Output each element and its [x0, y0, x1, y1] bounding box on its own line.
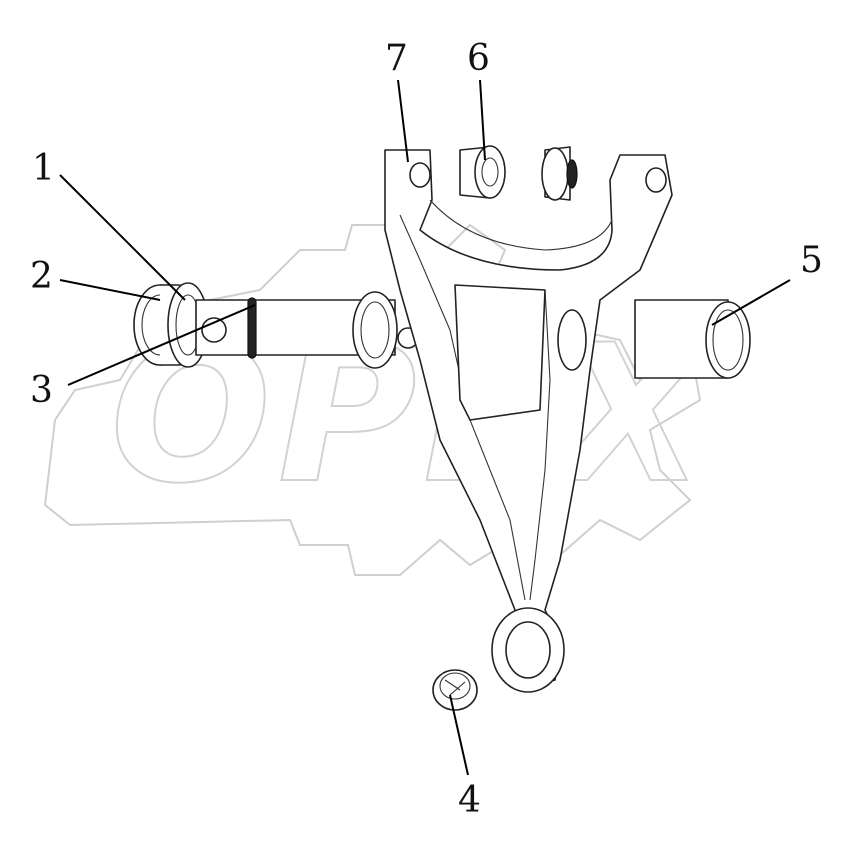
leader-3 — [67, 304, 256, 386]
part-4-cap — [432, 669, 478, 711]
callout-2: 2 — [30, 256, 53, 297]
callout-7: 7 — [385, 38, 408, 79]
lever-fork-body — [384, 149, 673, 693]
callout-4: 4 — [458, 780, 481, 821]
part-3-shaft — [195, 291, 419, 369]
part-6-bushings — [459, 145, 578, 201]
leader-7 — [397, 79, 409, 163]
callout-3: 3 — [30, 370, 53, 411]
leader-1 — [59, 174, 186, 301]
callout-1: 1 — [32, 148, 55, 189]
callouts: 1 2 3 4 5 6 7 — [30, 38, 823, 821]
part-5-sleeve — [634, 299, 751, 379]
leader-5 — [711, 279, 791, 326]
leader-6 — [479, 79, 486, 161]
leader-lines — [59, 79, 791, 776]
leader-4 — [449, 694, 469, 776]
callout-6: 6 — [467, 38, 490, 79]
callout-5: 5 — [800, 240, 823, 281]
watermark-gear-outline — [43, 223, 702, 576]
leader-2 — [59, 279, 161, 301]
